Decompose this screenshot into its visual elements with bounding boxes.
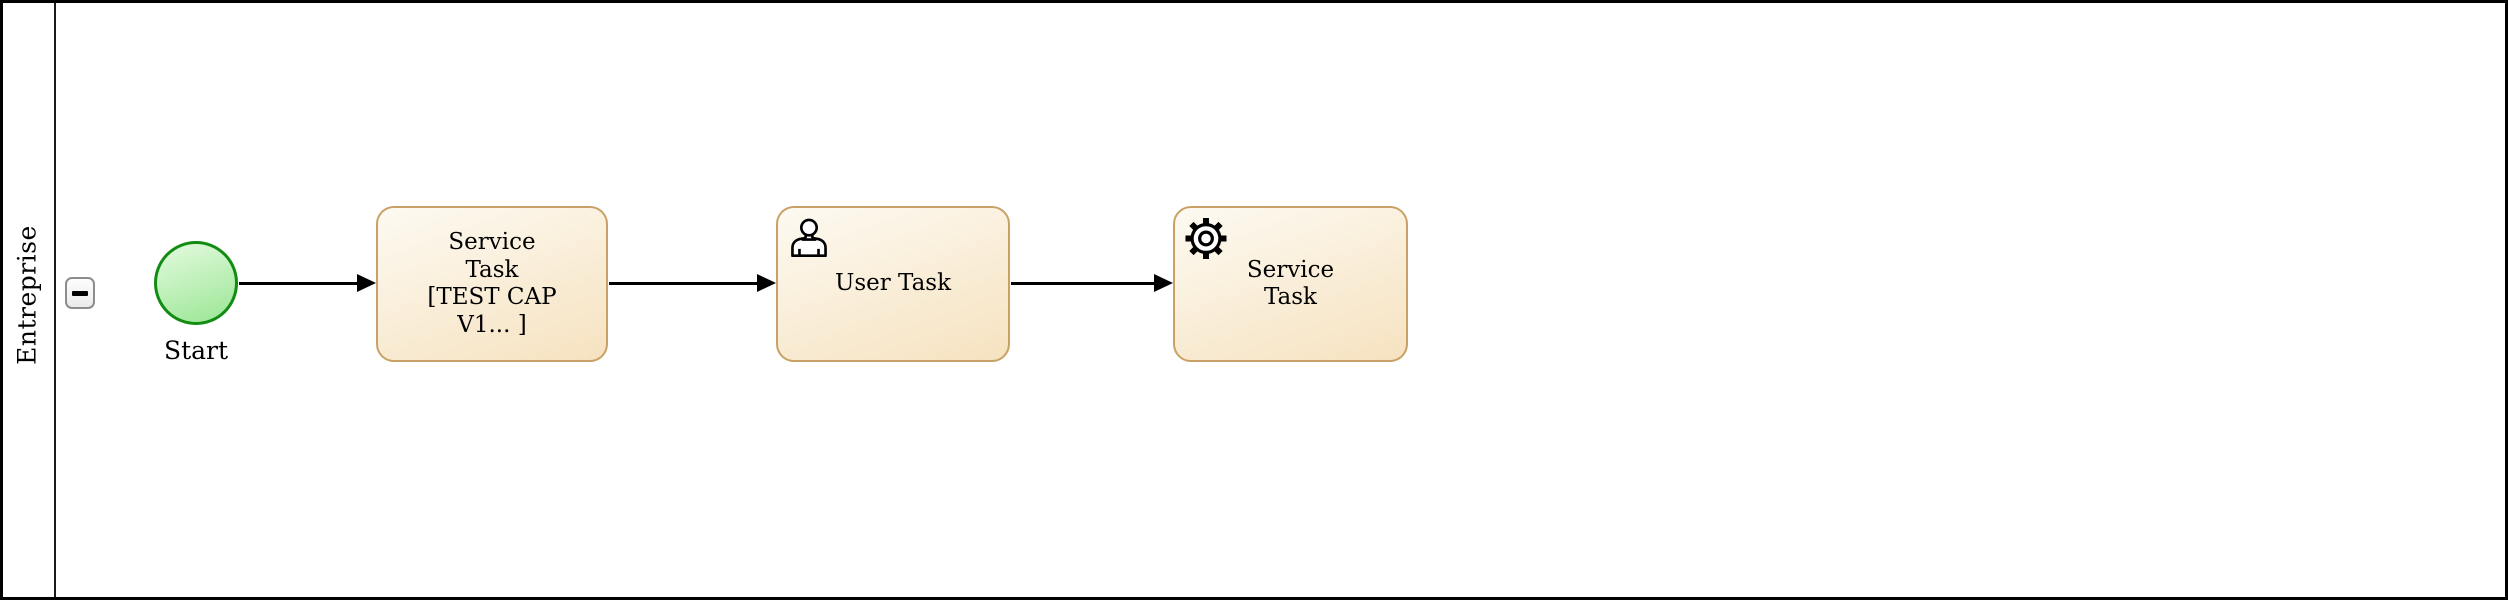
task-label: Service Task	[1246, 256, 1335, 311]
arrowhead-icon	[1154, 274, 1173, 292]
flow-line	[1011, 281, 1154, 285]
task-service-2[interactable]: Service Task	[1173, 206, 1408, 362]
flow-line	[239, 281, 357, 285]
sequence-flow-start-to-service1[interactable]	[239, 274, 376, 292]
pool-label: Entreprise	[12, 225, 42, 365]
gear-icon	[1185, 217, 1227, 260]
task-label: Service Task [TEST CAP V1... ]	[427, 229, 557, 338]
start-event[interactable]	[154, 241, 238, 325]
task-service-1[interactable]: Service Task [TEST CAP V1... ]	[376, 206, 608, 362]
user-icon	[791, 218, 827, 258]
task-user[interactable]: User Task	[776, 206, 1010, 362]
minus-icon	[72, 290, 88, 296]
pool-collapse-button[interactable]	[65, 277, 95, 309]
pool-label-lane[interactable]: Entreprise	[3, 3, 56, 597]
sequence-flow-service1-to-user[interactable]	[609, 274, 776, 292]
sequence-flow-user-to-service2[interactable]	[1011, 274, 1173, 292]
arrowhead-icon	[357, 274, 376, 292]
flow-line	[609, 281, 757, 285]
start-event-label: Start	[163, 336, 229, 365]
arrowhead-icon	[757, 274, 776, 292]
task-label: User Task	[834, 270, 952, 297]
